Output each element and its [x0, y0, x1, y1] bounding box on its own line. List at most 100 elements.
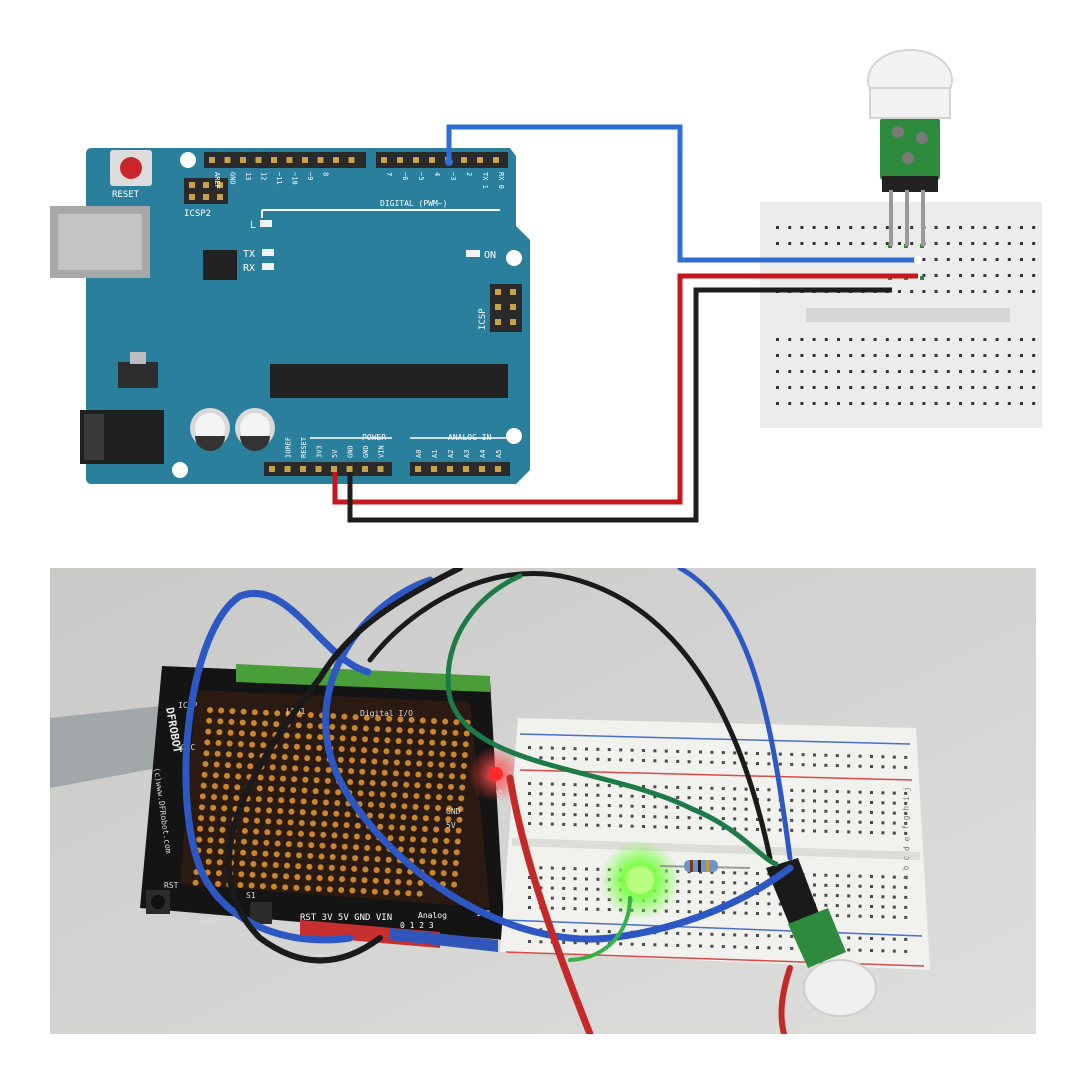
breadboard-hole: [812, 338, 816, 341]
breadboard-hole: [642, 805, 645, 808]
breadboard-hole: [892, 831, 896, 835]
breadboard-hole: [881, 821, 885, 825]
proto-hole: [321, 821, 328, 828]
breadboard-hole: [922, 354, 926, 357]
proto-hole: [316, 744, 323, 751]
breadboard-hole: [934, 386, 938, 389]
breadboard-hole: [983, 290, 987, 293]
proto-hole: [330, 843, 337, 850]
breadboard-hole: [870, 801, 873, 804]
photo-svg: DFROBOT (c)www.DFRobot.com ICSP LED1 Dig…: [50, 565, 1036, 1038]
breadboard-hole: [847, 790, 851, 794]
proto-hole: [361, 877, 368, 884]
breadboard-hole: [971, 370, 975, 373]
proto-hole: [223, 783, 230, 790]
breadboard-hole: [664, 825, 668, 829]
proto-hole: [265, 818, 272, 825]
proto-hole: [436, 783, 443, 790]
proto-hole: [301, 787, 308, 794]
proto-hole: [204, 739, 211, 746]
header-pin: [377, 466, 384, 472]
proto-hole: [211, 793, 217, 800]
breadboard-hole: [721, 761, 725, 765]
breadboard-hole: [721, 933, 725, 937]
proto-hole: [451, 740, 458, 747]
s1-button: [250, 902, 272, 924]
proto-hole: [418, 728, 425, 735]
proto-hole: [413, 793, 420, 800]
breadboard-hole: [733, 911, 737, 915]
breadboard-hole: [790, 808, 794, 812]
breadboard-hole: [699, 890, 702, 894]
breadboard-hole: [861, 402, 865, 405]
proto-hole: [455, 827, 462, 834]
proto-hole: [404, 770, 411, 777]
proto-hole: [419, 717, 426, 724]
breadboard-hole: [847, 830, 851, 834]
proto-hole: [385, 856, 392, 863]
proto-hole: [337, 756, 344, 763]
proto-hole: [349, 887, 356, 894]
proto-hole: [276, 818, 283, 825]
breadboard-hole: [733, 891, 737, 895]
breadboard-hole: [699, 880, 702, 884]
breadboard-hole: [824, 402, 828, 405]
proto-hole: [215, 880, 221, 887]
proto-hole: [308, 842, 315, 849]
breadboard-hole: [528, 940, 531, 943]
led2-label: LED2: [200, 917, 219, 926]
breadboard-hole: [585, 783, 588, 787]
breadboard-hole: [664, 909, 668, 913]
breadboard-hole: [870, 765, 873, 768]
header-pin: [269, 466, 275, 472]
breadboard-hole: [812, 370, 816, 373]
breadboard-hole: [687, 816, 691, 820]
breadboard-hole: [642, 825, 645, 828]
breadboard-hole: [744, 933, 748, 937]
breadboard-hole: [710, 944, 714, 948]
proto-hole: [306, 863, 313, 870]
breadboard-hole: [870, 811, 873, 814]
breadboard-hole: [550, 886, 554, 890]
breadboard-hole: [744, 871, 748, 875]
breadboard-hole: [813, 753, 816, 757]
breadboard-hole: [995, 338, 999, 341]
breadboard-hole: [870, 821, 873, 824]
proto-hole: [238, 871, 245, 878]
breadboard-hole: [904, 801, 908, 805]
proto-hole: [293, 884, 300, 891]
proto-hole: [387, 835, 394, 842]
breadboard-hole: [607, 908, 611, 912]
header-pin: [302, 157, 308, 163]
proto-hole: [255, 796, 262, 803]
breadboard-hole: [1032, 402, 1036, 405]
breadboard-hole: [619, 794, 623, 798]
proto-hole: [380, 780, 387, 787]
breadboard-hole: [824, 763, 828, 767]
proto-hole: [261, 731, 268, 738]
led-on: [466, 250, 480, 257]
breadboard-hole: [1020, 354, 1023, 357]
proto-hole: [354, 822, 361, 829]
breadboard-hole: [585, 867, 588, 871]
breadboard-hole: [870, 905, 873, 908]
proto-hole: [461, 752, 468, 759]
proto-hole: [284, 862, 290, 869]
header-pin-label: ~10: [291, 172, 299, 185]
breadboard-hole: [687, 932, 691, 936]
breadboard-hole: [835, 800, 839, 804]
breadboard-hole: [904, 755, 908, 759]
proto-hole: [432, 837, 439, 844]
breadboard-hole: [776, 370, 779, 373]
breadboard-hole: [892, 915, 896, 919]
breadboard-hole: [1032, 226, 1036, 229]
breadboard-hole: [959, 258, 962, 261]
breadboard-hole: [573, 897, 577, 901]
proto-hole: [242, 817, 249, 824]
gnd-label: GND: [446, 807, 461, 816]
breadboard-hole: [1032, 370, 1036, 373]
breadboard-hole: [813, 883, 816, 887]
proto-hole: [462, 741, 469, 748]
breadboard-hole: [813, 873, 816, 877]
breadboard-hole: [790, 788, 794, 792]
